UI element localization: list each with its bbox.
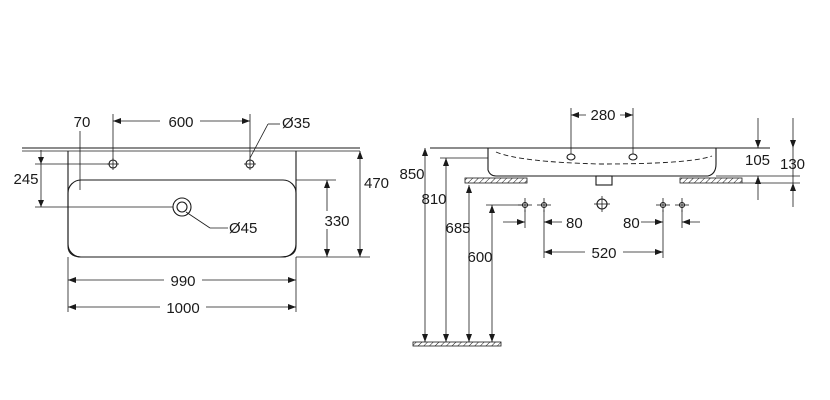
drain-inner bbox=[176, 201, 188, 213]
side-tap-left bbox=[566, 153, 576, 161]
dim-connection-80-left: 80 bbox=[566, 215, 583, 232]
dim-drain: Ø45 bbox=[229, 220, 257, 237]
bracket-left bbox=[464, 177, 528, 184]
basin-outline bbox=[67, 151, 297, 258]
dim-height-850: 850 bbox=[399, 166, 424, 183]
dim-connection-80-right: 80 bbox=[623, 215, 640, 232]
dim-tap-hole: Ø35 bbox=[282, 115, 310, 132]
top-view: 600 70 Ø35 245 Ø45 330 470 bbox=[13, 112, 389, 317]
side-basin-outline bbox=[487, 148, 717, 177]
dim-height-810: 810 bbox=[421, 191, 446, 208]
dim-rim-105: 105 bbox=[745, 152, 770, 169]
dim-total-depth: 470 bbox=[364, 175, 389, 192]
dim-bowl-width: 990 bbox=[170, 273, 195, 290]
floor bbox=[412, 341, 502, 347]
basin-bowl bbox=[67, 179, 297, 258]
dim-height-600: 600 bbox=[467, 249, 492, 266]
dim-front-to-tap: 245 bbox=[13, 171, 38, 188]
side-tap-right bbox=[628, 153, 638, 161]
dim-side-tap-spacing: 280 bbox=[590, 107, 615, 124]
dim-total-width: 1000 bbox=[166, 300, 199, 317]
bracket-right bbox=[679, 177, 743, 184]
side-view: 280 850 810 685 600 bbox=[399, 106, 805, 347]
dim-rim-130: 130 bbox=[780, 156, 805, 173]
drain-outlet bbox=[595, 175, 613, 186]
bowl-hidden-line bbox=[495, 151, 713, 165]
connection-points bbox=[518, 196, 689, 212]
dim-connection-spacing: 520 bbox=[591, 245, 616, 262]
dim-edge-to-tap: 70 bbox=[74, 114, 91, 131]
dim-tap-spacing: 600 bbox=[168, 114, 193, 131]
dim-height-685: 685 bbox=[445, 220, 470, 237]
dim-basin-depth: 330 bbox=[324, 213, 349, 230]
